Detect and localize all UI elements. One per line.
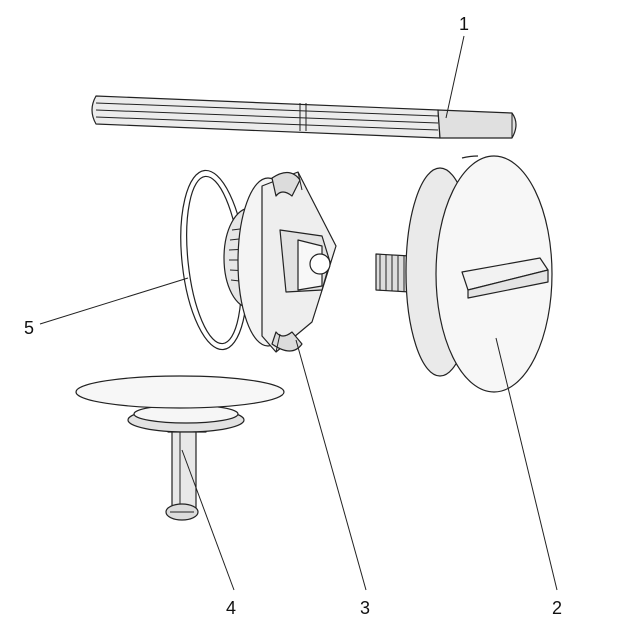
part-1-spindle — [91, 95, 517, 139]
leader-line-5 — [39, 277, 189, 325]
leader-line-4 — [181, 449, 235, 591]
part-4-stopper — [75, 375, 285, 521]
leader-line-3 — [295, 339, 367, 591]
callout-1: 1 — [459, 14, 469, 34]
callout-4: 4 — [226, 598, 236, 618]
callout-5: 5 — [24, 318, 34, 338]
leader-line-1 — [445, 35, 465, 119]
leader-lines — [39, 35, 558, 591]
leader-line-2 — [495, 337, 558, 591]
callout-2: 2 — [552, 598, 562, 618]
part-3-valve-body — [223, 171, 337, 353]
callout-3: 3 — [360, 598, 370, 618]
part-2-handle-knob — [375, 155, 553, 393]
